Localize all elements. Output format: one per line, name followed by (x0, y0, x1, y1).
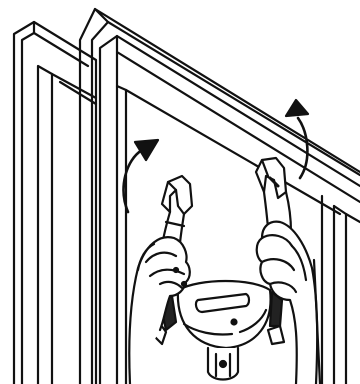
back-door-frame (14, 22, 96, 384)
left-rotation-arrow (124, 140, 158, 212)
